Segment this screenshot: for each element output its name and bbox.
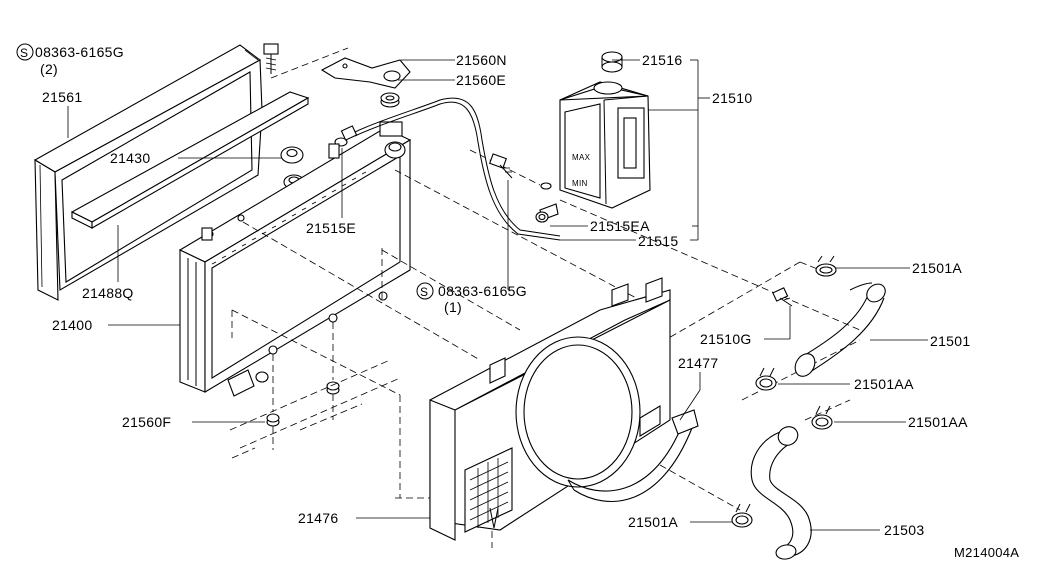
label-fan-shroud: 21476 [298,510,338,526]
radiator-part [178,121,412,397]
upper-hose-part [794,282,886,377]
diagram-code: M214004A [954,545,1019,560]
label-radiator: 21400 [52,317,92,333]
label-clamp-aa-1: 21501AA [854,376,914,392]
label-bolt-top-qty: (2) [40,61,58,77]
label-seal-strip: 21488Q [82,285,134,301]
label-clamp-aa-2: 21501AA [908,414,968,430]
lower-hose-part [750,426,812,560]
clamp-aa-1-part [755,367,777,391]
s-symbol-icon-top: S [16,43,34,61]
callout-labels: 08363-6165G (2) 21561 21430 21488Q 21400… [35,44,1019,560]
label-cap: 21516 [642,52,682,68]
bracket-part [320,57,411,89]
clamp-a-bottom-part [731,503,753,528]
label-seal: 21430 [110,150,150,166]
bolt-top-part [263,43,349,79]
fan-shroud-part [429,277,671,541]
mount-part [229,291,401,459]
grommet-part [380,92,400,108]
label-lower-hose: 21503 [884,522,924,538]
cap-part [601,51,623,73]
clamp-aa-2-part [811,405,833,430]
label-mount-rubber: 21560F [122,414,171,430]
seal-strip-part [70,91,310,229]
svg-text:S: S [420,285,428,299]
label-drain-plug: 21515E [306,220,356,236]
label-bolt-tank: 21510G [700,331,752,347]
svg-text:MAX: MAX [572,153,591,162]
label-grommet: 21560E [456,72,506,88]
label-lower-shroud: 21477 [678,355,718,371]
leader-lines [67,59,928,531]
lower-shroud-part [567,409,699,502]
label-reservoir-tank: 21510 [712,90,752,106]
reservoir-hose-part [340,97,561,241]
label-clamp-a-bottom: 21501A [628,514,678,530]
bolt-tank-part [772,287,793,307]
label-bolt-top: 08363-6165G [35,44,124,60]
label-hose-clip: 21515EA [590,218,650,234]
label-bolt-mid-qty: (1) [444,299,462,315]
svg-text:S: S [20,46,28,60]
label-bolt-mid: 08363-6165G [438,283,527,299]
hose-clip-part [535,211,549,223]
label-reservoir-hose: 21515 [638,233,678,249]
label-upper-hose: 21501 [930,333,970,349]
label-clamp-a-top: 21501A [912,260,962,276]
svg-text:MIN: MIN [572,179,588,188]
s-symbol-icon-mid: S [416,282,434,300]
clamp-a-top-part [815,255,837,277]
bolt-mid-part [489,153,513,179]
label-upper-shroud: 21561 [42,89,82,105]
reservoir-tank-part: MAX MIN [539,81,651,221]
label-bracket: 21560N [456,52,507,68]
